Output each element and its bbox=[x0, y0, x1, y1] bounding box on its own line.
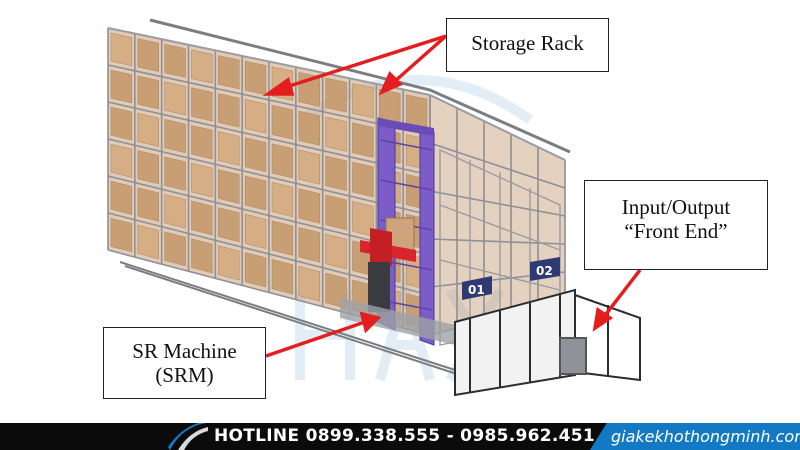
arrow-io bbox=[601, 268, 642, 320]
storage-box bbox=[244, 137, 267, 172]
storage-box bbox=[271, 104, 294, 140]
storage-box bbox=[271, 220, 294, 256]
svg-text:01: 01 bbox=[468, 283, 485, 297]
storage-box bbox=[325, 194, 347, 231]
storage-box bbox=[191, 125, 213, 160]
input-output-label: Input/Output bbox=[621, 195, 731, 219]
storage-box bbox=[164, 119, 186, 154]
storage-box bbox=[110, 69, 133, 104]
storage-box bbox=[244, 213, 267, 249]
callout-arrows bbox=[262, 34, 642, 358]
storage-box bbox=[244, 175, 267, 211]
label-panel-01: 01 bbox=[462, 276, 492, 300]
arrow-head bbox=[359, 311, 382, 334]
website-link[interactable]: giakekhothongminh.com bbox=[611, 427, 800, 446]
storage-box bbox=[298, 188, 320, 224]
storage-box bbox=[325, 155, 347, 191]
sr-machine bbox=[340, 117, 455, 346]
storage-box bbox=[244, 252, 267, 288]
storage-box bbox=[218, 245, 240, 281]
footer-bar: HOTLINE 0899.338.555 - 0985.962.451 giak… bbox=[0, 423, 800, 450]
storage-box bbox=[298, 110, 320, 146]
storage-box bbox=[298, 227, 320, 263]
storage-box bbox=[325, 77, 347, 113]
storage-box bbox=[218, 55, 240, 90]
footer-hotline-panel bbox=[0, 423, 625, 450]
arrow-head bbox=[262, 77, 295, 96]
storage-box bbox=[137, 75, 159, 110]
storage-box bbox=[352, 122, 374, 158]
storage-box bbox=[298, 265, 320, 302]
input-output-station bbox=[454, 288, 641, 397]
storage-box bbox=[271, 143, 294, 179]
storage-rack-callout: Storage Rack bbox=[446, 18, 609, 72]
storage-box bbox=[137, 187, 159, 222]
storage-box bbox=[164, 231, 186, 267]
storage-box bbox=[191, 162, 213, 198]
storage-box bbox=[298, 149, 320, 185]
storage-box bbox=[271, 182, 294, 218]
storage-rack-label: Storage Rack bbox=[471, 31, 584, 55]
input-output-callout: Input/Output “Front End” bbox=[584, 180, 768, 270]
swoosh-icon bbox=[168, 423, 208, 450]
storage-box bbox=[110, 143, 133, 178]
storage-box bbox=[137, 112, 159, 147]
storage-box bbox=[191, 49, 213, 84]
arrow-srm bbox=[265, 320, 366, 358]
storage-box bbox=[191, 200, 213, 236]
arrow-storage-left bbox=[282, 34, 447, 90]
arrow-head bbox=[592, 307, 614, 332]
storage-box bbox=[218, 169, 240, 204]
floor-rail bbox=[119, 261, 461, 376]
storage-box bbox=[110, 180, 133, 215]
svg-text:02: 02 bbox=[536, 264, 553, 278]
front-end-label: “Front End” bbox=[624, 219, 728, 244]
label-panel-02: 02 bbox=[530, 257, 560, 281]
storage-box bbox=[137, 150, 159, 185]
srm-label: SR Machine bbox=[132, 339, 237, 363]
storage-box bbox=[137, 224, 159, 260]
storage-box bbox=[110, 217, 133, 253]
srm-callout: SR Machine (SRM) bbox=[103, 327, 266, 399]
srm-abbrev-label: (SRM) bbox=[155, 363, 214, 388]
storage-box bbox=[191, 87, 213, 122]
storage-box bbox=[352, 83, 374, 119]
storage-box bbox=[244, 60, 267, 96]
storage-box bbox=[137, 38, 159, 72]
storage-box bbox=[325, 116, 347, 152]
storage-box bbox=[352, 161, 374, 198]
arrow-storage-right bbox=[392, 34, 448, 84]
storage-box bbox=[164, 156, 186, 191]
storage-box bbox=[244, 99, 267, 134]
storage-box bbox=[218, 207, 240, 243]
storage-box bbox=[271, 259, 294, 295]
hotline-text: HOTLINE 0899.338.555 - 0985.962.451 bbox=[214, 426, 595, 446]
storage-box bbox=[218, 93, 240, 128]
storage-box bbox=[164, 43, 186, 78]
storage-box bbox=[218, 131, 240, 166]
storage-box bbox=[110, 106, 133, 141]
footer-website-panel bbox=[590, 423, 800, 450]
storage-box bbox=[164, 194, 186, 229]
arrow-head bbox=[378, 70, 404, 96]
storage-box bbox=[325, 233, 347, 270]
storage-box bbox=[110, 32, 133, 67]
storage-box bbox=[191, 238, 213, 274]
storage-box bbox=[164, 81, 186, 116]
